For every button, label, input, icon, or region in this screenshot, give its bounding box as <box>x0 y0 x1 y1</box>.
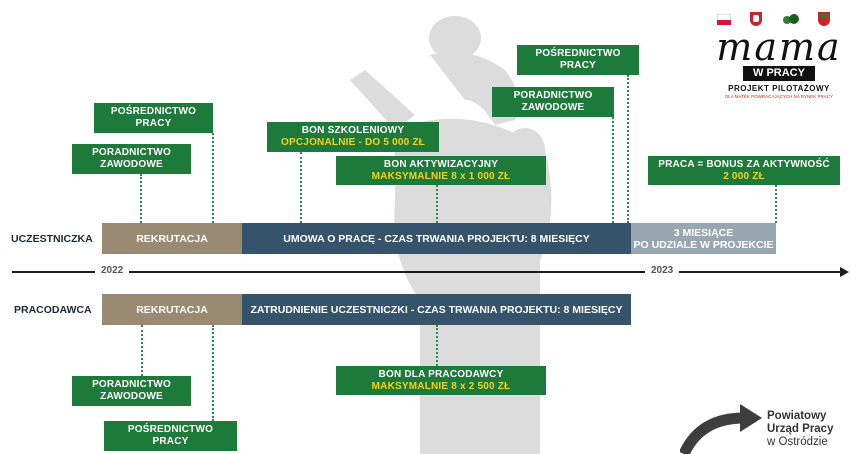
connector-line <box>436 185 438 223</box>
logo-subtitle: PROJEKT PILOTAŻOWY <box>728 84 830 93</box>
connector-line <box>141 325 143 376</box>
pup-line: Powiatowy <box>767 410 827 422</box>
connector-line <box>627 75 629 223</box>
connector-line <box>775 185 777 223</box>
bon-pracodawcy-box: BON DLA PRACODAWCY MAKSYMALNIE 8 x 2 500… <box>336 366 546 395</box>
eagle-emblem-icon <box>750 12 762 26</box>
logo-script: mama <box>716 25 842 69</box>
uczestniczka-rekrutacja-bar: REKRUTACJA <box>102 223 242 254</box>
logo-band: W PRACY <box>743 66 815 81</box>
box-line: PORADNICTWO <box>92 379 171 390</box>
bottom-posrednictwo-box: POŚREDNICTWO PRACY <box>104 421 237 451</box>
top-right-posrednictwo-box: POŚREDNICTWO PRACY <box>517 45 639 75</box>
box-line: POŚREDNICTWO <box>127 424 214 435</box>
box-line: POŚREDNICTWO <box>110 106 197 117</box>
bon-szkoleniowy-box: BON SZKOLENIOWY OPCJONALNIE - DO 5 000 Z… <box>267 122 439 152</box>
box-line: PORADNICTWO <box>92 147 171 158</box>
box-amount: MAKSYMALNIE 8 x 2 500 ZŁ <box>371 380 511 392</box>
box-line: PRACY <box>152 436 189 447</box>
year-2022-label: 2022 <box>95 265 130 276</box>
pup-logo-text: Powiatowy Urząd Pracy w Ostródzie <box>767 410 833 449</box>
coat-of-arms-icon <box>818 12 830 26</box>
uczestniczka-label: UCZESTNICZKA <box>11 233 93 245</box>
timeline-arrow-icon <box>840 267 849 277</box>
box-line: PRACA = BONUS ZA AKTYWNOŚĆ <box>658 158 830 170</box>
box-line: BON SZKOLENIOWY <box>301 125 405 136</box>
box-line: ZAWODOWE <box>100 391 163 402</box>
connector-line <box>612 117 614 223</box>
pup-line: Urząd Pracy <box>767 423 834 435</box>
box-line: PRACY <box>135 118 172 129</box>
uczestniczka-umowa-bar: UMOWA O PRACĘ - CZAS TRWANIA PROJEKTU: 8… <box>242 223 631 254</box>
box-line: ZAWODOWE <box>521 102 585 113</box>
pracodawca-zatrudnienie-bar: ZATRUDNIENIE UCZESTNICZKI - CZAS TRWANIA… <box>242 294 631 325</box>
box-line: ZAWODOWE <box>100 159 163 170</box>
leaf-emblem-icon <box>783 14 799 24</box>
timeline-line <box>12 271 842 273</box>
connector-line <box>140 174 142 223</box>
pracodawca-rekrutacja-bar: REKRUTACJA <box>102 294 242 325</box>
pracodawca-label: PRACODAWCA <box>14 304 92 316</box>
connector-line <box>300 152 302 223</box>
uczestniczka-po-udziale-bar: 3 MIESIĄCE PO UDZIALE W PROJEKCIE <box>631 223 776 254</box>
box-line: POŚREDNICTWO <box>535 48 621 59</box>
box-line: PRACY <box>559 60 596 71</box>
pup-line: w Ostródzie <box>767 436 828 448</box>
pup-arrow-icon <box>680 404 762 454</box>
poland-flag-icon <box>717 14 731 25</box>
connector-line <box>212 325 214 421</box>
box-line: PORADNICTWO <box>513 90 593 101</box>
connector-line <box>212 133 214 223</box>
bar-line: 3 MIESIĄCE <box>673 226 734 239</box>
mama-logo: mama W PRACY PROJEKT PILOTAŻOWY DLA MATE… <box>714 28 844 118</box>
top-left-posrednictwo-box: POŚREDNICTWO PRACY <box>94 103 213 133</box>
connector-line <box>436 325 438 366</box>
praca-bonus-box: PRACA = BONUS ZA AKTYWNOŚĆ 2 000 ZŁ <box>648 156 840 185</box>
top-right-poradnictwo-box: PORADNICTWO ZAWODOWE <box>492 87 614 117</box>
box-line: BON AKTYWIZACYJNY <box>383 158 499 170</box>
box-amount: MAKSYMALNIE 8 x 1 000 ZŁ <box>371 170 511 182</box>
bottom-poradnictwo-box: PORADNICTWO ZAWODOWE <box>72 376 191 406</box>
logo-tagline: DLA MATEK POWRACAJĄCYCH NA RYNEK PRACY <box>724 94 834 99</box>
box-amount: OPCJONALNIE - DO 5 000 ZŁ <box>281 137 425 148</box>
year-2023-label: 2023 <box>645 265 680 276</box>
bar-line: PO UDZIALE W PROJEKCIE <box>633 238 774 251</box>
top-left-poradnictwo-box: PORADNICTWO ZAWODOWE <box>72 144 191 174</box>
box-line: BON DLA PRACODAWCY <box>378 368 504 380</box>
bon-aktywizacyjny-box: BON AKTYWIZACYJNY MAKSYMALNIE 8 x 1 000 … <box>336 156 546 185</box>
box-amount: 2 000 ZŁ <box>723 170 765 182</box>
